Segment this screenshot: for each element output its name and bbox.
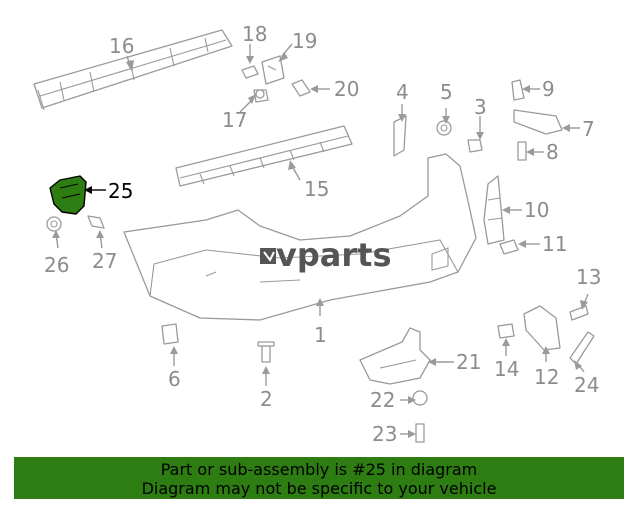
part-21-deflector[interactable] [359, 327, 431, 385]
part-1-bumper-cover[interactable] [123, 153, 477, 321]
part-22-nut[interactable] [412, 390, 428, 406]
part-20-bolt[interactable] [291, 79, 311, 97]
callout-18: 18 [242, 22, 267, 46]
part-16-reinforcement[interactable] [33, 29, 233, 111]
part-2-pin[interactable] [257, 341, 275, 363]
callout-27: 27 [92, 249, 117, 273]
callout-labels: 16 18 19 20 17 4 5 3 9 7 8 10 11 15 1 2 … [44, 22, 601, 446]
part-18-clip[interactable] [241, 65, 259, 79]
part-5-nut[interactable] [436, 120, 452, 136]
callout-9: 9 [542, 77, 555, 101]
part-13-screw[interactable] [569, 305, 589, 321]
part-23-bolt[interactable] [415, 423, 425, 443]
callout-2: 2 [260, 387, 273, 411]
callout-22: 22 [370, 388, 395, 412]
callout-5: 5 [440, 80, 453, 104]
info-banner: Part or sub-assembly is #25 in diagram D… [14, 457, 624, 499]
part-9-clip[interactable] [511, 79, 525, 101]
part-11-clip[interactable] [499, 239, 519, 255]
callout-21: 21 [456, 350, 481, 374]
part-8-bolt[interactable] [517, 141, 527, 161]
callout-12: 12 [534, 365, 559, 389]
part-4-trim[interactable] [393, 115, 407, 157]
banner-line-1: Part or sub-assembly is #25 in diagram [160, 460, 478, 479]
callout-25: 25 [108, 179, 133, 203]
callout-26: 26 [44, 253, 69, 277]
callout-1: 1 [314, 323, 327, 347]
part-26-clip[interactable] [46, 216, 62, 232]
callout-24: 24 [574, 373, 599, 397]
part-15-absorber[interactable] [175, 125, 353, 187]
part-7-bracket[interactable] [513, 109, 563, 135]
callout-4: 4 [396, 80, 409, 104]
callout-20: 20 [334, 77, 359, 101]
callout-17: 17 [222, 108, 247, 132]
callout-13: 13 [576, 265, 601, 289]
callout-8: 8 [546, 140, 559, 164]
part-6-clip[interactable] [161, 323, 179, 345]
part-17-bolt[interactable] [253, 89, 269, 103]
parts-diagram: vparts 16 18 19 20 17 4 5 3 9 7 8 10 11 … [33, 22, 601, 446]
callout-14: 14 [494, 357, 519, 381]
part-10-side-bracket[interactable] [483, 175, 505, 245]
part-25-highlighted-bracket[interactable] [49, 175, 87, 215]
watermark-logo: vparts [260, 236, 391, 274]
callout-23: 23 [372, 422, 397, 446]
watermark-text: vparts [276, 236, 391, 274]
leader-arrows [52, 43, 589, 438]
part-14-clip[interactable] [497, 323, 515, 339]
part-3-screw[interactable] [467, 139, 483, 153]
banner-line-2: Diagram may not be specific to your vehi… [141, 479, 497, 498]
part-12-bracket[interactable] [523, 305, 561, 351]
callout-6: 6 [168, 367, 181, 391]
part-27-bolt[interactable] [87, 215, 105, 229]
part-19-bracket[interactable] [261, 55, 285, 85]
callout-10: 10 [524, 198, 549, 222]
callout-7: 7 [582, 117, 595, 141]
callout-3: 3 [474, 95, 487, 119]
callout-16: 16 [109, 34, 134, 58]
callout-15: 15 [304, 177, 329, 201]
part-24-strip[interactable] [569, 331, 595, 365]
callout-11: 11 [542, 232, 567, 256]
callout-19: 19 [292, 29, 317, 53]
